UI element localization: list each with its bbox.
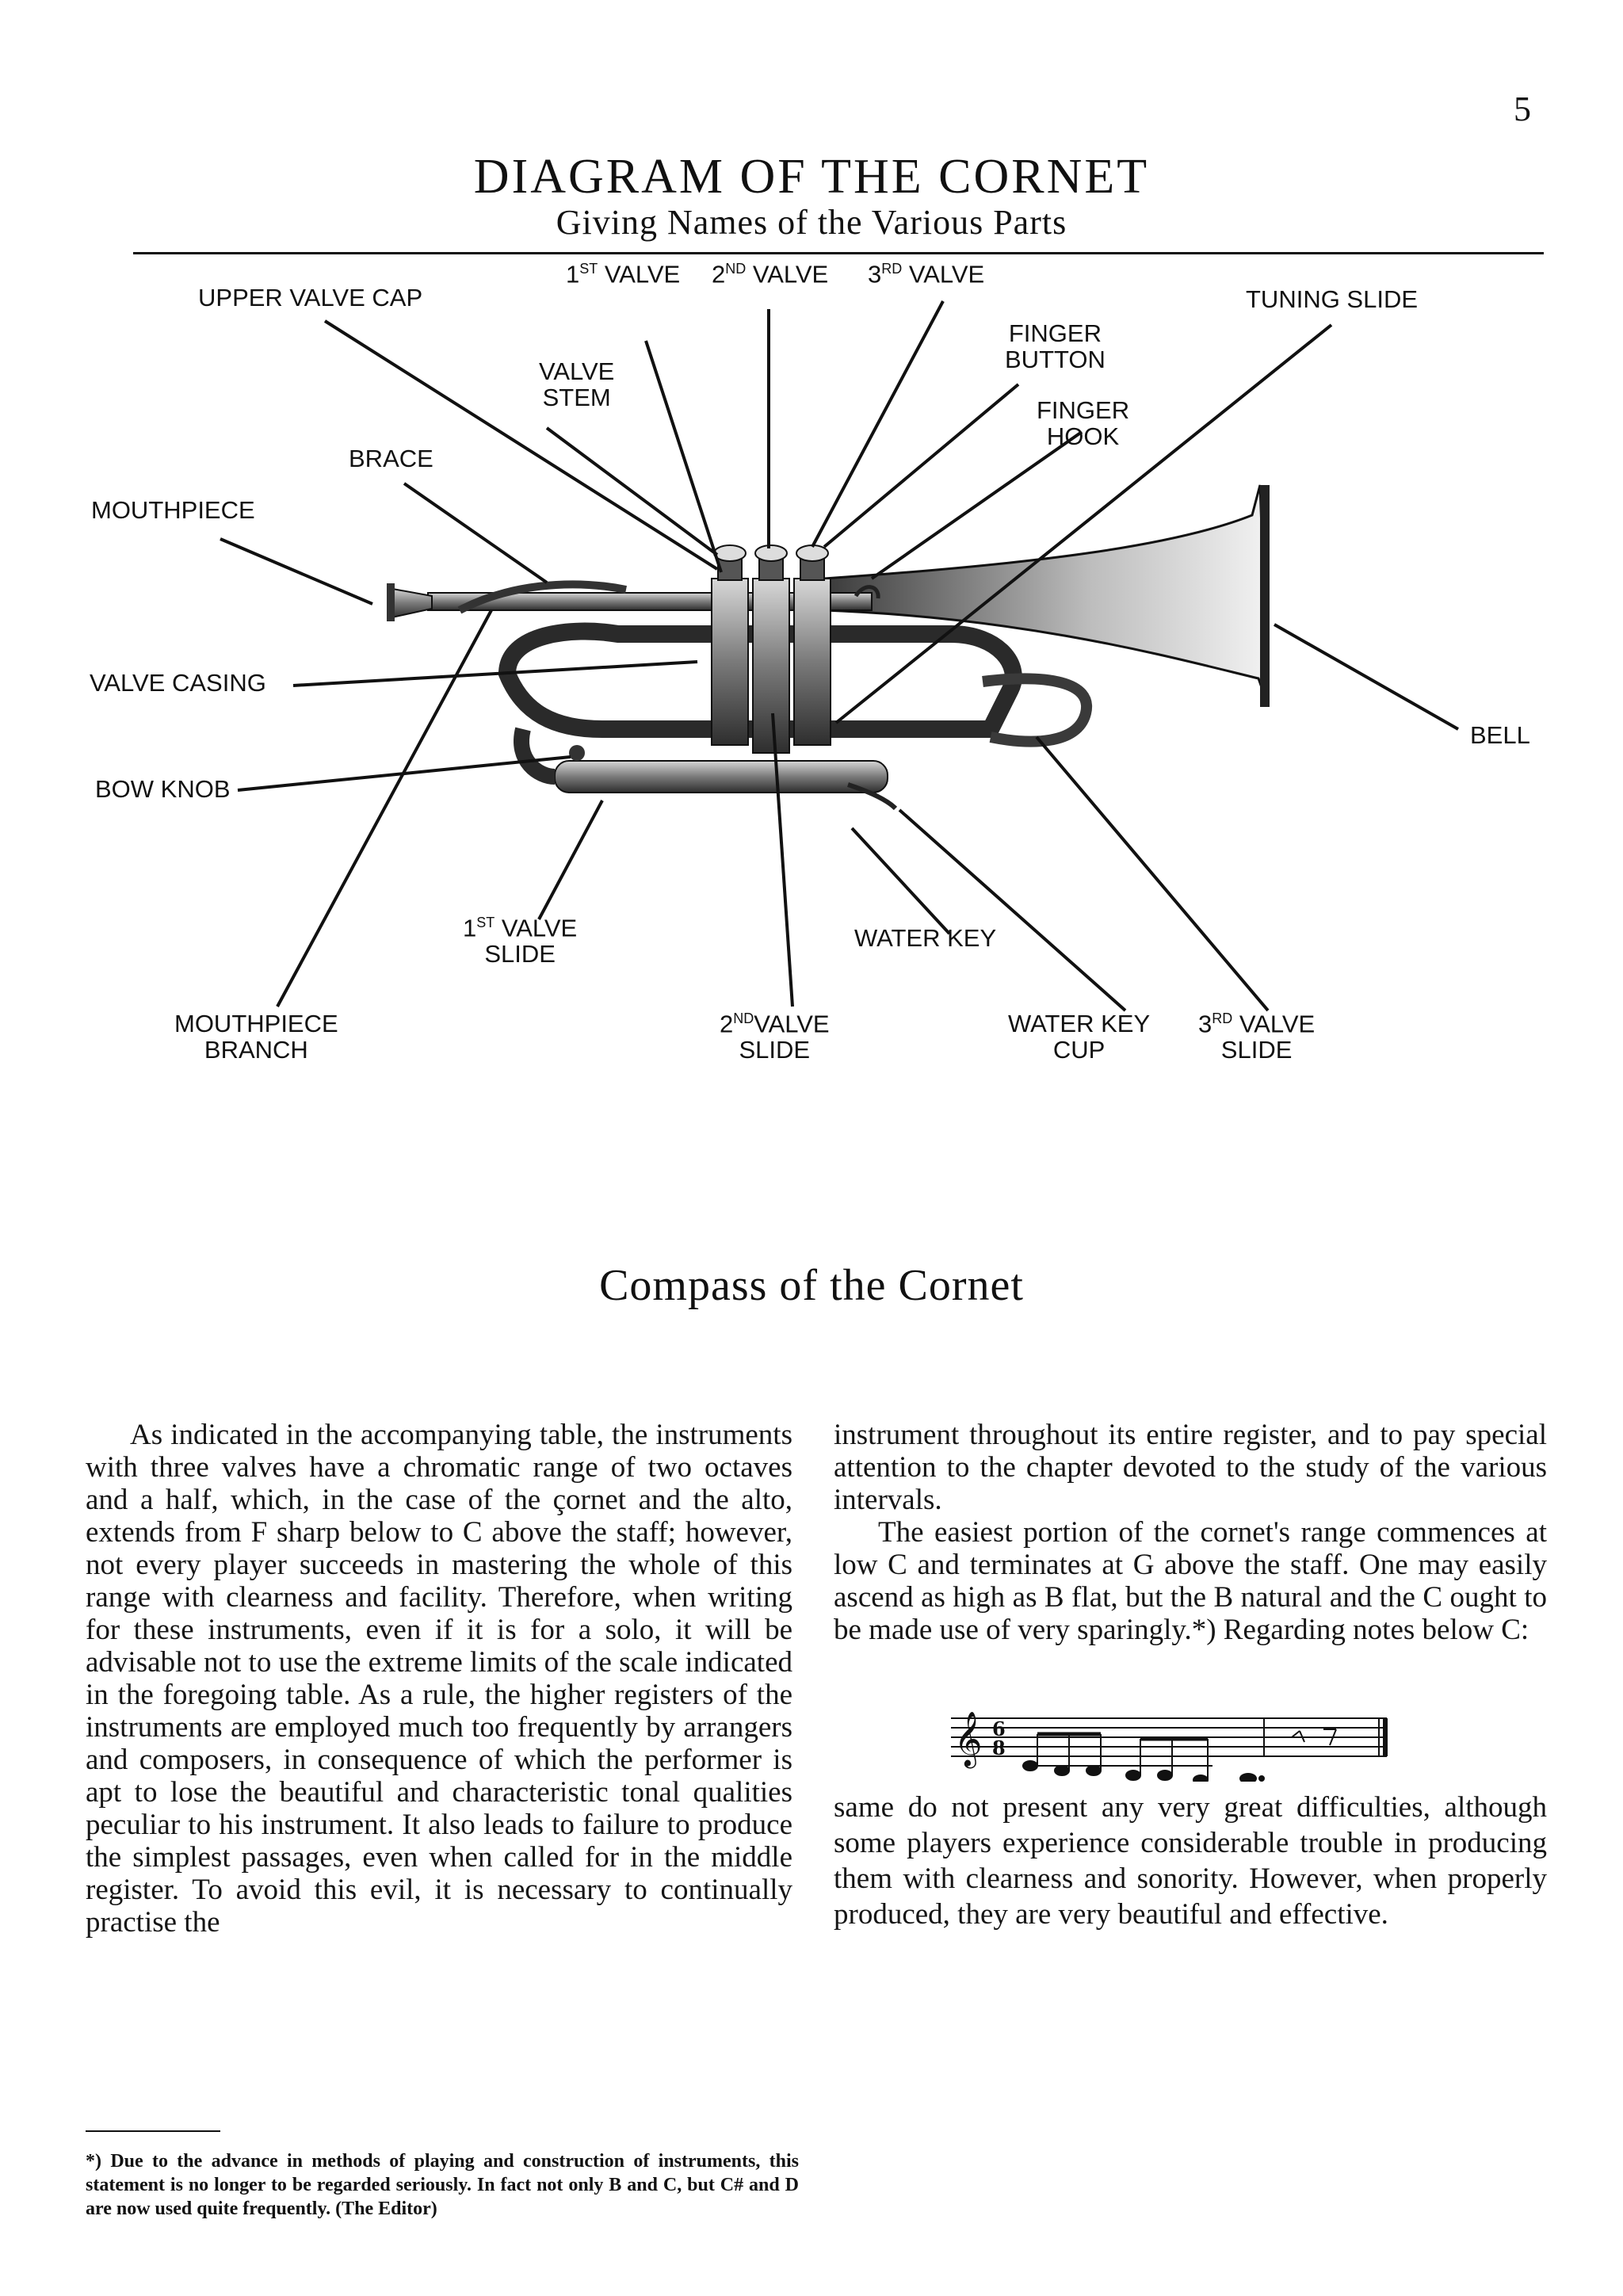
label-bell: BELL xyxy=(1470,723,1530,749)
label-third-valve: 3RD VALVE xyxy=(868,262,984,288)
cornet-diagram xyxy=(0,0,1623,1110)
label-mouthpiece: MOUTHPIECE xyxy=(91,498,255,524)
mouthpiece-branch-line xyxy=(277,610,491,1007)
cornet-instrument xyxy=(387,485,1270,808)
valve-stem-line xyxy=(547,428,717,555)
first-valve-line xyxy=(646,341,721,572)
section-heading: Compass of the Cornet xyxy=(0,1260,1623,1311)
label-valve-casing: VALVE CASING xyxy=(90,670,266,697)
valve-casing-line xyxy=(293,662,697,686)
finger-hook-line xyxy=(872,432,1082,579)
label-brace: BRACE xyxy=(349,446,433,472)
right-column-continued: same do not present any very great diffi… xyxy=(834,1790,1547,1932)
brace-line xyxy=(404,483,547,583)
leader-lines xyxy=(220,301,1458,1010)
label-upper-valve-cap: UPPER VALVE CAP xyxy=(198,285,422,311)
left-column: As indicated in the accompanying table, … xyxy=(86,1419,792,1939)
finger-button-line xyxy=(824,384,1018,547)
valve-block xyxy=(712,545,831,753)
label-bow-knob: BOW KNOB xyxy=(95,777,231,803)
music-example: 𝄞 6 8 xyxy=(951,1702,1395,1782)
right-paragraph-3: same do not present any very great diffi… xyxy=(834,1790,1547,1932)
first-valve-slide-line xyxy=(539,800,602,919)
second-valve-slide-line xyxy=(773,713,792,1007)
right-paragraph-2: The easiest portion of the cornet's rang… xyxy=(834,1516,1547,1646)
label-second-valve: 2ND VALVE xyxy=(712,262,828,288)
label-first-valve: 1ST VALVE xyxy=(566,262,680,288)
footnote-rule xyxy=(86,2130,220,2132)
third-valve-slide-line xyxy=(1037,737,1268,1010)
label-water-key: WATER KEY xyxy=(854,926,996,952)
water-key-cup-line xyxy=(899,810,1125,1010)
time-signature-bottom: 8 xyxy=(992,1736,1006,1759)
left-paragraph: As indicated in the accompanying table, … xyxy=(86,1419,792,1939)
right-column: instrument throughout its entire registe… xyxy=(834,1419,1547,1646)
mouthpiece-line xyxy=(220,539,372,604)
right-paragraph-1: instrument throughout its entire registe… xyxy=(834,1419,1547,1516)
label-tuning-slide: TUNING SLIDE xyxy=(1246,287,1418,313)
bell-line xyxy=(1274,625,1458,729)
water-key-line xyxy=(852,828,949,934)
treble-clef-icon: 𝄞 xyxy=(954,1711,982,1768)
third-valve-line xyxy=(812,301,943,547)
footnote: *) Due to the advance in methods of play… xyxy=(86,2149,799,2221)
